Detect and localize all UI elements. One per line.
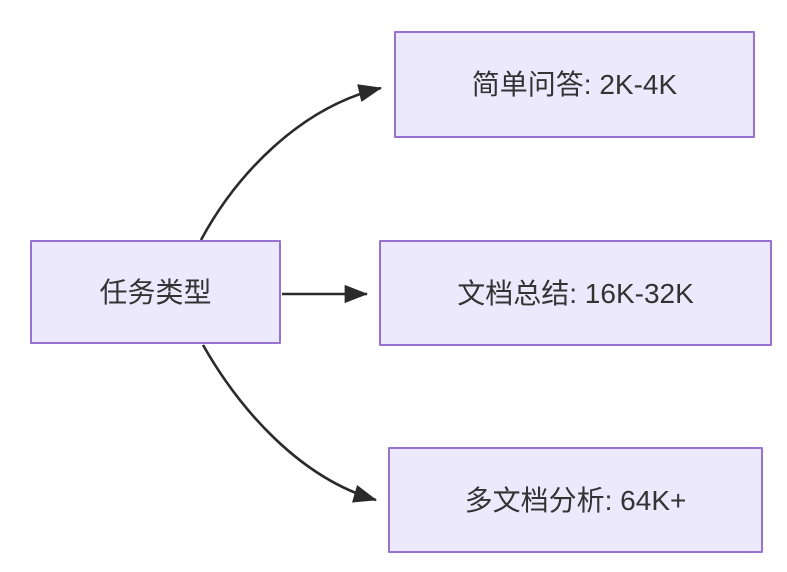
node-multi-doc-analysis-label: 多文档分析: 64K+ xyxy=(464,484,687,516)
node-doc-summary[interactable]: 文档总结: 16K-32K xyxy=(379,240,772,346)
edge-root-to-simple-qa xyxy=(199,84,383,241)
node-simple-qa[interactable]: 简单问答: 2K-4K xyxy=(394,31,755,138)
node-task-type[interactable]: 任务类型 xyxy=(30,240,281,344)
node-doc-summary-label: 文档总结: 16K-32K xyxy=(457,277,694,309)
edge-root-to-multi-doc xyxy=(201,344,377,503)
node-task-type-label: 任务类型 xyxy=(99,276,212,308)
node-multi-doc-analysis[interactable]: 多文档分析: 64K+ xyxy=(388,447,763,553)
node-simple-qa-label: 简单问答: 2K-4K xyxy=(471,69,678,100)
